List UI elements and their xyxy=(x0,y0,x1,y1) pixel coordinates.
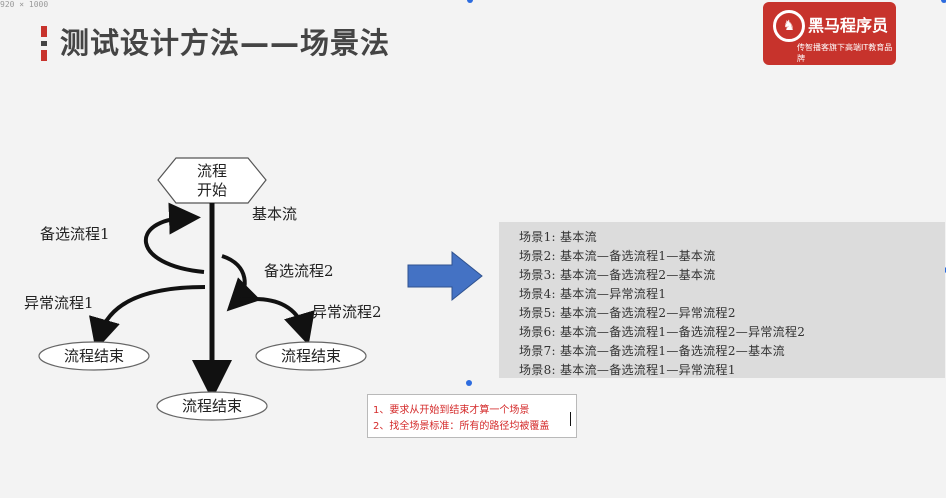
text-cursor xyxy=(570,412,571,426)
note-line-2: 2、找全场景标准：所有的路径均被覆盖 xyxy=(373,421,550,432)
brand-logo: ♞ 黑马程序员 传智播客旗下高端IT教育品牌 xyxy=(763,2,896,65)
scenario-item: 场景5: 基本流—备选流程2—异常流程2 xyxy=(519,306,736,320)
scenario-item: 场景2: 基本流—备选流程1—基本流 xyxy=(519,249,716,263)
scenario-item: 场景4: 基本流—异常流程1 xyxy=(519,287,667,301)
selection-handle[interactable] xyxy=(466,380,472,386)
note-line-1: 1、要求从开始到结束才算一个场景 xyxy=(373,405,530,416)
exc-flow1-label: 异常流程1 xyxy=(24,294,94,312)
start-node-line2: 开始 xyxy=(197,181,227,199)
end-node-left-label: 流程结束 xyxy=(64,347,124,365)
end-node-bottom xyxy=(156,391,268,421)
exc-flow2-label: 异常流程2 xyxy=(312,303,382,321)
scenario-item: 场景7: 基本流—备选流程1—备选流程2—基本流 xyxy=(519,344,785,358)
scenario-item: 场景8: 基本流—备选流程1—异常流程1 xyxy=(519,363,736,377)
scenario-item: 场景1: 基本流 xyxy=(519,230,597,244)
alt-flow1-label: 备选流程1 xyxy=(40,225,110,243)
start-node-line1: 流程 xyxy=(197,162,227,180)
exc-flow1-arrow xyxy=(89,285,206,351)
exc-flow2-arrow xyxy=(239,297,315,346)
alt-flow2-arrow xyxy=(221,254,261,312)
right-arrow-icon xyxy=(407,250,483,302)
selection-handle[interactable] xyxy=(941,0,946,3)
slide-title: 测试设计方法——场景法 xyxy=(60,26,391,60)
scenario-item: 场景3: 基本流—备选流程2—基本流 xyxy=(519,268,716,282)
end-node-bottom-label: 流程结束 xyxy=(182,397,242,415)
alt-flow1-arrow xyxy=(144,202,205,274)
brand-name: 黑马程序员 xyxy=(808,16,889,35)
horse-logo-icon: ♞ xyxy=(773,10,805,42)
end-node-left xyxy=(38,341,150,371)
end-node-right xyxy=(255,341,367,371)
alt-flow2-label: 备选流程2 xyxy=(264,262,334,280)
scenario-list: 场景1: 基本流 场景2: 基本流—备选流程1—基本流 场景3: 基本流—备选流… xyxy=(499,222,945,378)
dimensions-readout: 920 × 1000 xyxy=(0,0,49,9)
end-node-right-label: 流程结束 xyxy=(281,347,341,365)
title-accent-bar xyxy=(41,26,47,65)
scenario-item: 场景6: 基本流—备选流程1—备选流程2—异常流程2 xyxy=(519,325,806,339)
brand-tagline: 传智播客旗下高端IT教育品牌 xyxy=(797,43,893,63)
selection-handle[interactable] xyxy=(467,0,473,3)
main-flow-label: 基本流 xyxy=(252,205,297,223)
notes-textbox[interactable]: 1、要求从开始到结束才算一个场景 2、找全场景标准：所有的路径均被覆盖 xyxy=(367,394,577,438)
